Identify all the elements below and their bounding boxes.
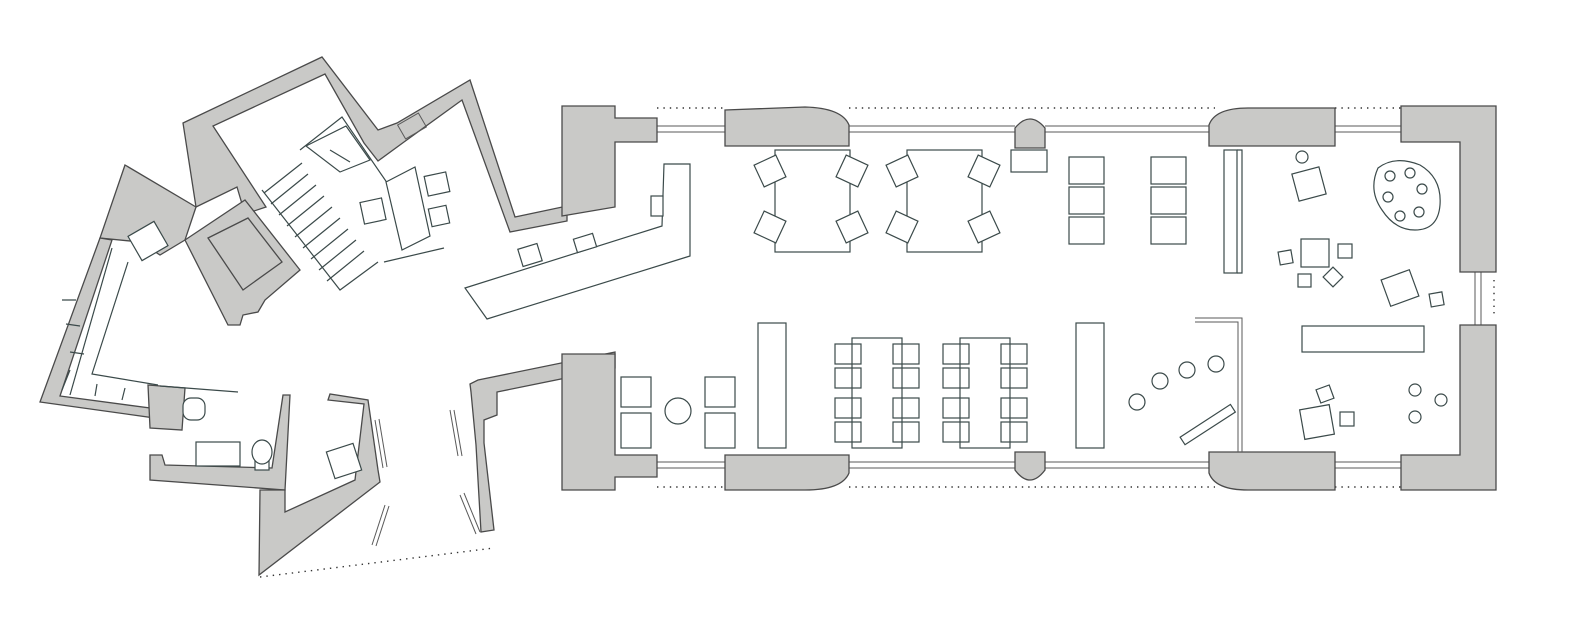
annex-bath-wall [149, 394, 291, 491]
cabinet [620, 376, 652, 408]
work-table [906, 149, 983, 253]
annex-desk [385, 166, 431, 251]
chair [967, 210, 1001, 244]
low-table [1300, 238, 1330, 268]
annex-armchair [325, 442, 363, 480]
cabinet [704, 376, 736, 408]
hall-south-pier [724, 454, 850, 491]
annex-glass-panel [374, 418, 388, 469]
annex-southwest-wall [39, 237, 157, 419]
long-bench [1075, 322, 1105, 449]
annex-cabinet [127, 220, 169, 262]
west-annex-walls [39, 56, 616, 577]
seat-block [1150, 156, 1187, 185]
annex-stair-block [184, 199, 301, 326]
chair [967, 154, 1001, 188]
staircase [261, 116, 393, 291]
long-bench [757, 322, 787, 449]
annex-south-wedge [258, 393, 381, 577]
reception-counter [464, 163, 691, 320]
hall-southeast-corner [1400, 324, 1497, 491]
counter-stool [572, 232, 598, 254]
long-table [959, 337, 1011, 449]
main-hall-walls [561, 105, 1497, 491]
north-window-line [657, 125, 1401, 133]
annex-toilet [251, 439, 273, 465]
armchair [1298, 403, 1336, 441]
chair [753, 210, 787, 244]
south-window-line [657, 461, 1401, 469]
hall-northwest-pier [561, 105, 658, 217]
small-desk [1010, 149, 1048, 173]
hall-north-pier-east [1208, 107, 1336, 147]
glass-partition [1195, 317, 1243, 452]
chair [753, 154, 787, 188]
chair [835, 210, 869, 244]
hall-northeast-corner [1400, 105, 1497, 273]
hall-south-column [1014, 451, 1046, 481]
long-counter [1301, 325, 1425, 353]
long-table [851, 337, 903, 449]
annex-chair [359, 197, 387, 225]
divider-shelf [1223, 149, 1238, 274]
chair [885, 154, 919, 188]
main-hall-furniture [620, 149, 1448, 452]
hall-south-pier-east [1208, 451, 1336, 491]
annex-pillar [147, 384, 186, 431]
annex-chair [427, 204, 451, 228]
annex-bench [69, 247, 159, 396]
counter-stool [517, 242, 543, 268]
annex-chair [423, 171, 451, 197]
hall-southwest-pier [561, 353, 658, 491]
chair [885, 210, 919, 244]
long-table-group [942, 337, 1028, 449]
annex-interior [61, 112, 691, 578]
chair [835, 154, 869, 188]
armchair [1291, 166, 1327, 202]
round-stool [664, 397, 692, 425]
stool [1128, 393, 1146, 411]
long-table-group [834, 337, 920, 449]
stool [1295, 150, 1309, 164]
armchair [1380, 268, 1420, 308]
slanted-shelf [1179, 403, 1237, 446]
work-table [774, 149, 851, 253]
hall-north-column [1014, 118, 1046, 149]
annex-washbasin-counter [195, 441, 241, 467]
seat-block [1068, 156, 1105, 185]
hall-north-pier [724, 106, 850, 147]
